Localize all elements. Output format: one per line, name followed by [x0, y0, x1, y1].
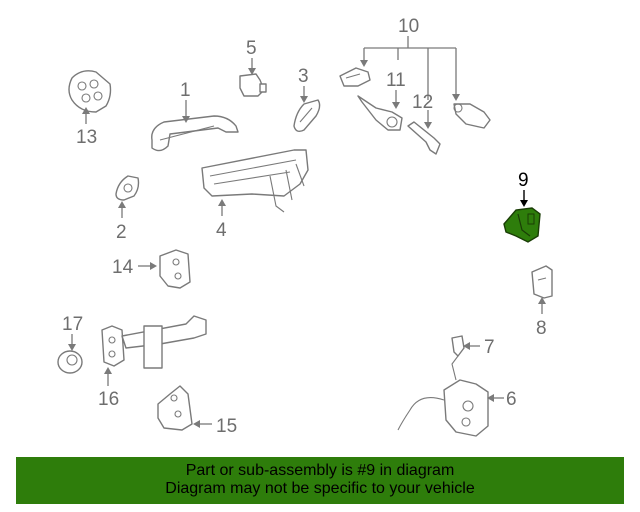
leader-1 [182, 100, 190, 123]
leader-5 [248, 58, 256, 75]
callout-7: 7 [484, 337, 495, 358]
leader-12 [424, 110, 432, 129]
leader-4 [218, 199, 226, 216]
part-14-hinge[interactable] [159, 249, 191, 289]
callout-14: 14 [112, 257, 134, 278]
callout-6: 6 [506, 389, 517, 410]
leader-17 [68, 334, 76, 351]
leader-9 [520, 190, 528, 207]
callout-15: 15 [216, 416, 237, 437]
callout-5: 5 [246, 38, 257, 59]
part-12-rod[interactable] [407, 121, 441, 155]
banner-line-1: Part or sub-assembly is #9 in diagram [185, 462, 455, 479]
callout-13: 13 [76, 127, 97, 148]
leader-15 [193, 420, 212, 428]
callout-9: 9 [518, 170, 529, 191]
part-3-bezel[interactable] [293, 99, 321, 133]
callout-17: 17 [62, 314, 83, 335]
leader-11 [392, 90, 400, 109]
leader-16 [104, 367, 112, 386]
part-11-key-cylinder[interactable] [357, 95, 403, 131]
part-15-lower-hinge[interactable] [157, 385, 193, 431]
part-9-highlighted[interactable] [503, 207, 541, 243]
banner-line-2: Diagram may not be specific to your vehi… [165, 480, 475, 497]
part-6-lock-actuator[interactable] [397, 355, 489, 437]
leader-10 [360, 36, 460, 101]
info-banner: Part or sub-assembly is #9 in diagram Di… [16, 457, 624, 504]
callout-10: 10 [398, 16, 419, 37]
callout-3: 3 [298, 66, 309, 87]
part-10-cylinder-set[interactable] [339, 67, 491, 129]
callout-11: 11 [386, 70, 406, 91]
part-7-clip[interactable] [451, 335, 465, 357]
part-16-door-check[interactable] [101, 315, 207, 369]
callout-12: 12 [412, 92, 433, 113]
callout-16: 16 [98, 389, 119, 410]
leader-8 [538, 297, 546, 314]
callout-2: 2 [116, 222, 127, 243]
callout-1: 1 [180, 80, 191, 101]
part-2-escutcheon[interactable] [115, 175, 140, 201]
part-5-lock-cylinder[interactable] [239, 73, 267, 97]
part-17-bumper[interactable] [57, 350, 83, 374]
part-4-handle-assembly[interactable] [201, 149, 309, 213]
leader-14 [138, 262, 157, 270]
part-13-key-fob[interactable] [68, 70, 112, 113]
leader-3 [300, 86, 308, 103]
part-1-outside-handle[interactable] [151, 115, 239, 152]
leader-7 [463, 342, 480, 350]
leader-6 [487, 394, 504, 402]
callout-8: 8 [536, 318, 547, 339]
part-8-striker[interactable] [531, 265, 553, 299]
callout-4: 4 [216, 220, 227, 241]
leader-2 [118, 201, 126, 218]
leader-13 [82, 107, 90, 124]
